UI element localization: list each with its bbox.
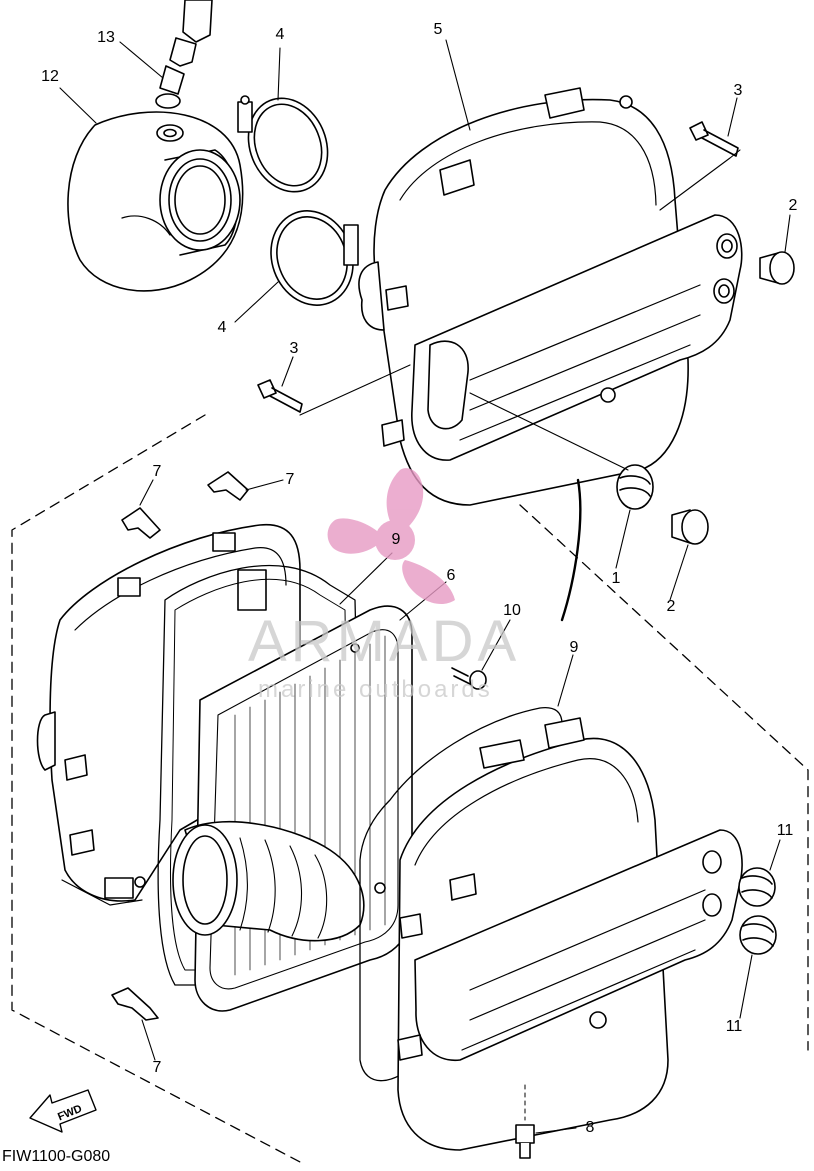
leader-lines bbox=[59, 39, 791, 1134]
clip-7-b bbox=[207, 471, 249, 501]
callout-4-upper: 4 bbox=[275, 26, 285, 43]
assembly-boundary-dashed bbox=[11, 414, 809, 1163]
reference-lines bbox=[299, 149, 741, 622]
callout-4-lower: 4 bbox=[217, 319, 227, 336]
clip-7-c bbox=[111, 987, 159, 1021]
callout-7-c: 7 bbox=[152, 1059, 162, 1076]
forward-direction-arrow bbox=[29, 1089, 97, 1133]
callout-9-upper: 9 bbox=[391, 531, 401, 548]
callout-2-lower: 2 bbox=[666, 598, 676, 615]
callout-12: 12 bbox=[41, 68, 59, 85]
callout-10: 10 bbox=[503, 602, 521, 619]
callout-7-a: 7 bbox=[152, 463, 162, 480]
collar-2-upper bbox=[759, 251, 795, 285]
callout-6: 6 bbox=[446, 567, 456, 584]
hose-elbow-13 bbox=[155, 0, 213, 142]
callout-11-lower: 11 bbox=[725, 1018, 743, 1035]
grommet-11-upper bbox=[738, 867, 776, 907]
bolt-3-upper bbox=[689, 121, 739, 157]
callout-5: 5 bbox=[433, 21, 443, 38]
lower-cover bbox=[374, 717, 743, 1151]
callout-3-lower: 3 bbox=[289, 340, 299, 357]
callout-1: 1 bbox=[611, 570, 621, 587]
screw-10 bbox=[451, 667, 487, 690]
callout-3-upper: 3 bbox=[733, 82, 743, 99]
callout-2-upper: 2 bbox=[788, 197, 798, 214]
callout-8: 8 bbox=[585, 1119, 595, 1136]
callout-7-b: 7 bbox=[285, 471, 295, 488]
callout-11-upper: 11 bbox=[776, 822, 794, 839]
callout-9-lower: 9 bbox=[569, 639, 579, 656]
diagram-code: FIW1100-G080 bbox=[2, 1148, 111, 1165]
drain-plug-8 bbox=[515, 1084, 535, 1159]
hose-clamp-4-lower bbox=[270, 210, 359, 306]
watermark-propeller-logo bbox=[327, 468, 455, 605]
filter-cover-5 bbox=[358, 87, 743, 506]
collar-2-lower bbox=[671, 509, 709, 545]
hose-clamp-4-upper bbox=[237, 95, 329, 193]
callout-13: 13 bbox=[97, 29, 115, 46]
grommet-11-lower bbox=[739, 915, 777, 955]
intake-funnel bbox=[172, 820, 365, 942]
watermark-subtitle: marine outboards bbox=[258, 676, 493, 703]
intake-duct-ring bbox=[159, 149, 241, 256]
watermark-title: ARMADA bbox=[248, 609, 521, 674]
bolt-3-lower bbox=[257, 379, 303, 413]
clip-7-a bbox=[121, 507, 161, 539]
grommet-1 bbox=[616, 464, 654, 510]
